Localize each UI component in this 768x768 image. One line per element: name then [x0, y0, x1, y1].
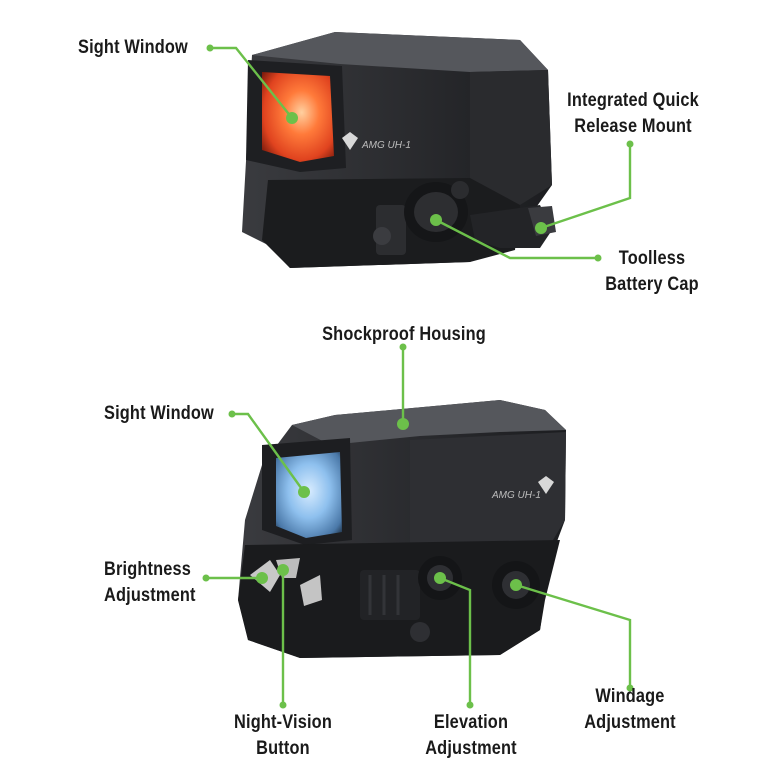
label-quick-release: Integrated Quick Release Mount [567, 90, 699, 137]
label-elevation-adjustment: Elevation Adjustment [425, 712, 517, 759]
leader-top-sight-window [210, 46, 293, 119]
dot-brightness [256, 572, 268, 584]
bottom-model-marking: AMG UH-1 [491, 490, 541, 501]
label-brightness-adjustment: Brightness Adjustment [104, 559, 196, 606]
bottom-logo-icon [538, 476, 554, 494]
dot-shockproof [397, 418, 409, 430]
dot-elevation [434, 572, 446, 584]
label-bottom-sight-window: Sight Window [104, 403, 214, 424]
dot-quick-release [535, 222, 547, 234]
dot-bottom-sight-window [298, 486, 310, 498]
leader-elevation [439, 576, 472, 705]
label-shockproof-housing: Shockproof Housing [322, 324, 486, 345]
dot-battery-cap [430, 214, 442, 226]
top-logo-icon [342, 132, 358, 150]
dot-top-sight-window [286, 112, 298, 124]
label-battery-cap: Toolless Battery Cap [605, 248, 699, 295]
callout-dots [202, 44, 634, 709]
leader-quick-release [540, 144, 632, 230]
dot-night-vision [277, 564, 289, 576]
label-top-sight-window: Sight Window [78, 37, 188, 58]
top-model-marking: AMG UH-1 [361, 140, 411, 151]
leader-battery-cap [435, 218, 598, 260]
callout-leaders [206, 46, 632, 705]
leader-bottom-sight-window [232, 412, 305, 493]
top-sight-window [262, 72, 334, 162]
label-windage-adjustment: Windage Adjustment [584, 686, 676, 733]
leader-windage [515, 583, 632, 688]
label-night-vision-button: Night-Vision Button [234, 712, 332, 759]
dot-windage [510, 579, 522, 591]
